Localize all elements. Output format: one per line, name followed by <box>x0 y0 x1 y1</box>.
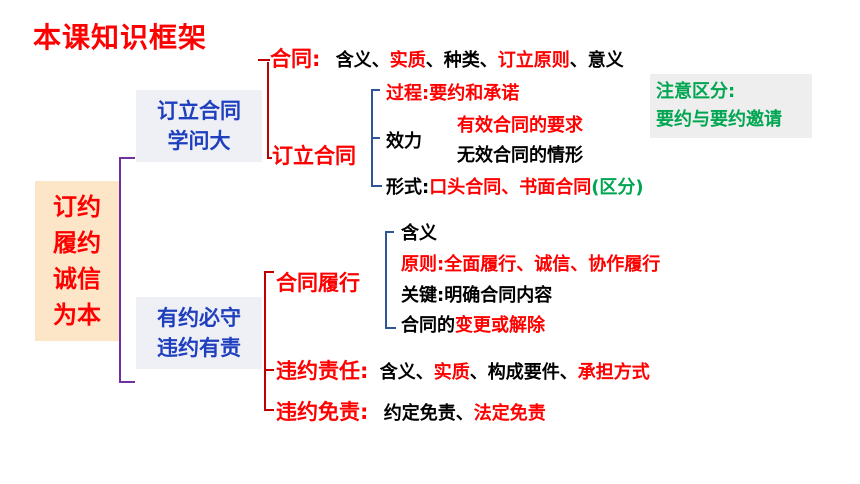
mianze-items: 约定免责、法定免责 <box>384 403 546 424</box>
lvxing-principle: 原则:全面履行、诚信、协作履行 <box>401 253 660 277</box>
hetong-item: 实质 <box>389 50 426 71</box>
hetong-row: 合同: 含义、实质、种类、订立原则、意义 <box>270 46 624 73</box>
section-lvyue-line-2: 违约有责 <box>157 336 241 360</box>
hetong-items: 含义、实质、种类、订立原则、意义 <box>336 50 624 71</box>
process-value: 要约和承诺 <box>429 83 520 104</box>
sec1-bracket <box>258 59 272 159</box>
form-note: (区分) <box>591 177 644 198</box>
mianze-label: 违约免责: <box>276 400 369 424</box>
lvxing-bracket <box>385 231 396 329</box>
weiyue-item: 承担方式 <box>577 362 650 383</box>
section-lvyue-box: 有约必守 违约有责 <box>136 297 262 369</box>
dingli-label: 订立合同 <box>272 144 356 168</box>
effect-valid: 有效合同的要求 <box>457 115 583 136</box>
root-line-3: 诚信 <box>53 265 101 293</box>
root-line-4: 为本 <box>53 301 101 329</box>
form-value: 口头合同、书面合同 <box>429 177 592 198</box>
dingli-bracket <box>371 89 382 187</box>
hetong-item: 、意义 <box>569 50 624 71</box>
lvxing-key: 关键:明确合同内容 <box>401 284 552 308</box>
section-lvyue-line-1: 有约必守 <box>157 306 241 330</box>
lvxing-meaning: 含义 <box>401 223 437 244</box>
page-title: 本课知识框架 <box>33 21 208 54</box>
hetong-item: 、种类、 <box>425 50 498 71</box>
key-label: 关键: <box>401 285 445 306</box>
mianze-row: 违约免责: 约定免责、法定免责 <box>276 399 546 426</box>
principle-label: 原则: <box>401 254 445 275</box>
lvxing-label: 合同履行 <box>276 271 360 295</box>
hetong-item: 订立原则 <box>497 50 570 71</box>
sec2-bracket <box>264 271 274 411</box>
root-line-1: 订约 <box>53 193 101 221</box>
section-dingli-line-1: 订立合同 <box>157 99 241 123</box>
mianze-item: 约定免责、 <box>383 403 474 424</box>
weiyue-label: 违约责任: <box>276 359 369 383</box>
principle-value: 全面履行、诚信、协作履行 <box>444 254 661 275</box>
key-value: 明确合同内容 <box>444 285 553 306</box>
lvxing-change: 合同的变更或解除 <box>401 314 545 338</box>
effect-label: 效力 <box>386 131 422 152</box>
effect-invalid: 无效合同的情形 <box>457 145 583 166</box>
dingli-process: 过程:要约和承诺 <box>386 82 519 106</box>
section-dingli-line-2: 学问大 <box>167 129 231 153</box>
note-line-1: 注意区分: <box>656 81 736 102</box>
hetong-label: 合同: <box>270 47 321 71</box>
change-prefix: 合同的 <box>401 315 455 336</box>
hetong-item: 含义、 <box>335 50 390 71</box>
weiyue-item: 含义、 <box>379 362 434 383</box>
dingli-form: 形式:口头合同、书面合同(区分) <box>386 176 644 200</box>
process-label: 过程: <box>386 83 430 104</box>
weiyue-items: 含义、实质、构成要件、承担方式 <box>380 362 650 383</box>
note-line-2: 要约与要约邀请 <box>656 109 782 130</box>
weiyue-row: 违约责任: 含义、实质、构成要件、承担方式 <box>276 358 650 385</box>
note-box: 注意区分: 要约与要约邀请 <box>650 74 812 138</box>
weiyue-item: 实质 <box>433 362 470 383</box>
section-dingli-box: 订立合同 学问大 <box>136 90 262 162</box>
weiyue-item: 、构成要件、 <box>469 362 578 383</box>
root-box: 订约 履约 诚信 为本 <box>35 181 119 341</box>
form-label: 形式: <box>386 177 430 198</box>
root-line-2: 履约 <box>53 229 101 257</box>
mianze-item: 法定免责 <box>473 403 546 424</box>
change-value: 变更或解除 <box>455 315 545 336</box>
